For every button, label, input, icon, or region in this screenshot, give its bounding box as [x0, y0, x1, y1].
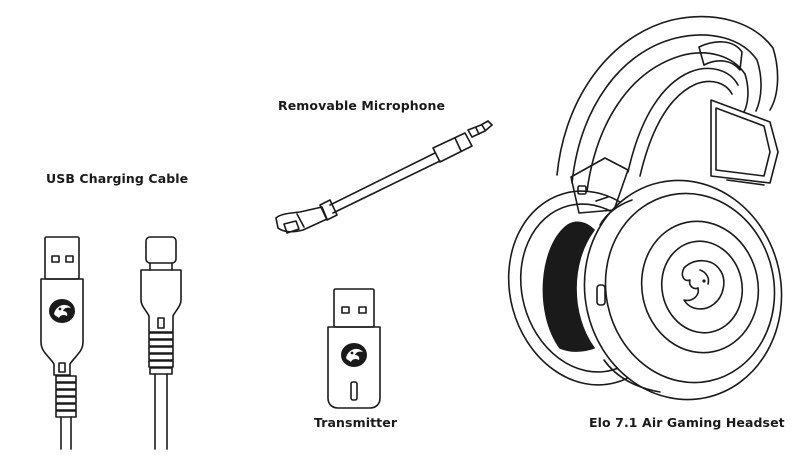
headset-icon: [487, 17, 801, 418]
microphone-label: Removable Microphone: [278, 98, 446, 113]
transmitter-label: Transmitter: [314, 415, 398, 430]
usb-transmitter-icon: [328, 289, 380, 408]
usb-c-connector: [141, 237, 181, 449]
usb-cable-icon: [41, 237, 181, 449]
usb-cable-label: USB Charging Cable: [46, 171, 189, 186]
roccat-logo-icon: [48, 298, 76, 324]
roccat-logo-icon: [682, 261, 723, 309]
headset-label: Elo 7.1 Air Gaming Headset: [589, 415, 785, 430]
usb-a-connector: [41, 237, 83, 449]
microphone-icon: [276, 121, 492, 233]
roccat-logo-icon: [340, 342, 368, 368]
